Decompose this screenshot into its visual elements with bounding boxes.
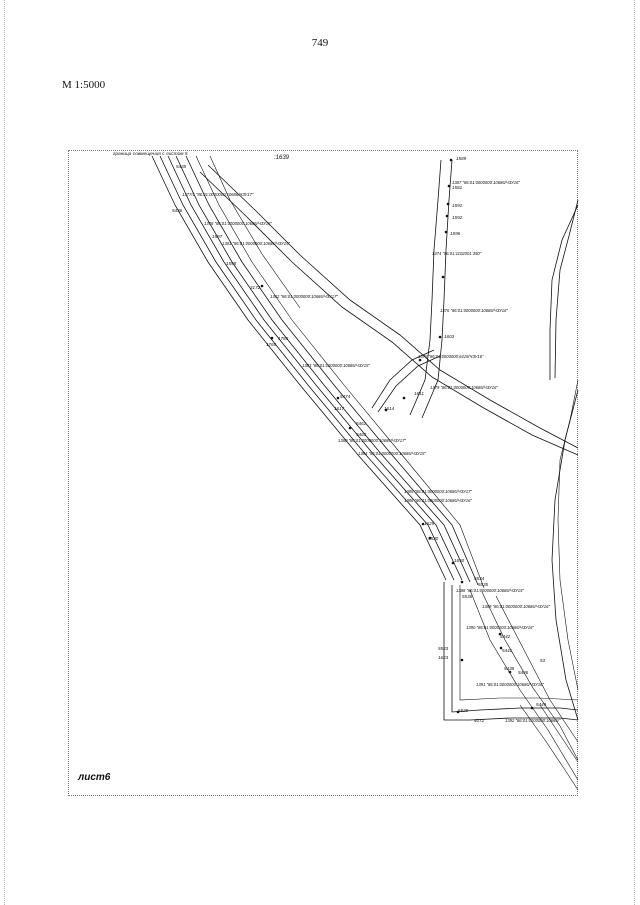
- point-label: 5441: [502, 648, 513, 653]
- parcel-label: 1392 "86:01:0000000:10686/": [505, 718, 561, 723]
- point-label: 1614: [384, 406, 395, 411]
- parcel-label: 1378 "86:01:0000000:10686/ЧЗУ15": [204, 221, 272, 226]
- point-label: 1591: [452, 203, 463, 208]
- point-label: 1603: [444, 334, 455, 339]
- top-note: граница совмещения с листом 5: [113, 151, 188, 157]
- point-label: 5436: [172, 208, 183, 213]
- point-label: 1589: [456, 156, 467, 161]
- sheet-label: лист6: [78, 772, 111, 783]
- top-point-label: :1639: [274, 155, 290, 161]
- parcel-label: 1384 "86:01:0000000:10686/ЧЗУ15": [358, 451, 426, 456]
- point-markers: [260, 158, 534, 714]
- point-label: 1596: [450, 231, 461, 236]
- point-label: 5438: [504, 666, 515, 671]
- point-label: 5449: [536, 702, 547, 707]
- point-label: 1623: [438, 655, 449, 660]
- linework: [151, 155, 579, 791]
- point-label: 5530: [428, 536, 439, 541]
- point-label: 5446: [518, 670, 529, 675]
- parcel-label: 1390 "86:01:0000000:10686/ЧЗУ16": [466, 625, 534, 630]
- point-label: 5535: [478, 582, 489, 587]
- point-label: 1785: [278, 336, 289, 341]
- parcel-label: 1387 "86:01:0000000:10686/ЧЗУ16": [452, 180, 520, 185]
- parcel-label: 1379 "86:01:0000000:10686/ЧЗУ16": [430, 385, 498, 390]
- parcel-label: 1391 "86:01:0000000:10686/ЧЗУ16": [476, 682, 544, 687]
- parcel-label: 1388 "86:01:0000000:10686/ЧЗУ15": [456, 588, 524, 593]
- parcel-label: 1376 "86:01:0000000:10686/ЧЗУ16": [440, 308, 508, 313]
- point-label: 5435: [176, 164, 187, 169]
- page-number: 749: [311, 37, 329, 49]
- point-label: 1611: [414, 391, 424, 396]
- point-label: 1617: [334, 406, 345, 411]
- parcel-label: 1377/1 "86:01:0000000:10686/ЧЗУ17": [182, 192, 254, 197]
- parcel-label: 1374 "86:01:1102001:350": [432, 251, 482, 256]
- point-label: 5442: [500, 634, 511, 639]
- point-label: 5536: [462, 594, 473, 599]
- point-label: 1629: [424, 521, 435, 526]
- point-label: 5534: [474, 576, 485, 581]
- parcel-label: 1381 "86:01:0000000:10686/ЧЗУ15": [222, 241, 290, 246]
- parcel-label: 1389 "86:01:0000000:10686/ЧЗУ16": [482, 604, 550, 609]
- point-label: 4072: [474, 718, 485, 723]
- point-label: 1597: [212, 234, 223, 239]
- point-label: 5474: [340, 394, 351, 399]
- page-left-edge: [4, 0, 6, 905]
- map-labels: граница совмещения с листом 5 :1639 1377/1…: [113, 151, 561, 723]
- point-label: 5523: [438, 646, 449, 651]
- parcel-label: 1375 "86:01:0000000:6419/ЧЗУ16": [418, 354, 484, 359]
- point-label: 3172: [250, 285, 261, 290]
- point-label: 5461: [356, 421, 367, 426]
- point-label: 1650: [454, 558, 465, 563]
- map-frame: [68, 150, 578, 796]
- parcel-label: 1382 "86:01:0000000:10686/ЧЗУ17": [270, 294, 338, 299]
- point-label: 1581: [452, 185, 463, 190]
- point-label: 53: [540, 658, 546, 663]
- page-right-edge: [634, 0, 636, 905]
- point-label: 1765: [266, 342, 277, 347]
- point-label: 1598: [226, 261, 237, 266]
- parcel-label: 1380 "86:01:0000000:10686/ЧЗУ17": [338, 438, 406, 443]
- point-label: 5463: [356, 432, 367, 437]
- point-label: 5520: [458, 708, 469, 713]
- parcel-label: 1383 "86:01:0000000:10686/ЧЗУ15": [302, 363, 370, 368]
- parcel-label: 1386 "86:01:0000000:10686/ЧЗУ16": [404, 498, 472, 503]
- scale-label: М 1:5000: [62, 79, 106, 91]
- point-label: 1592: [452, 215, 463, 220]
- parcel-label: 1385 "86:01:0000000:10686/ЧЗУ17": [404, 489, 472, 494]
